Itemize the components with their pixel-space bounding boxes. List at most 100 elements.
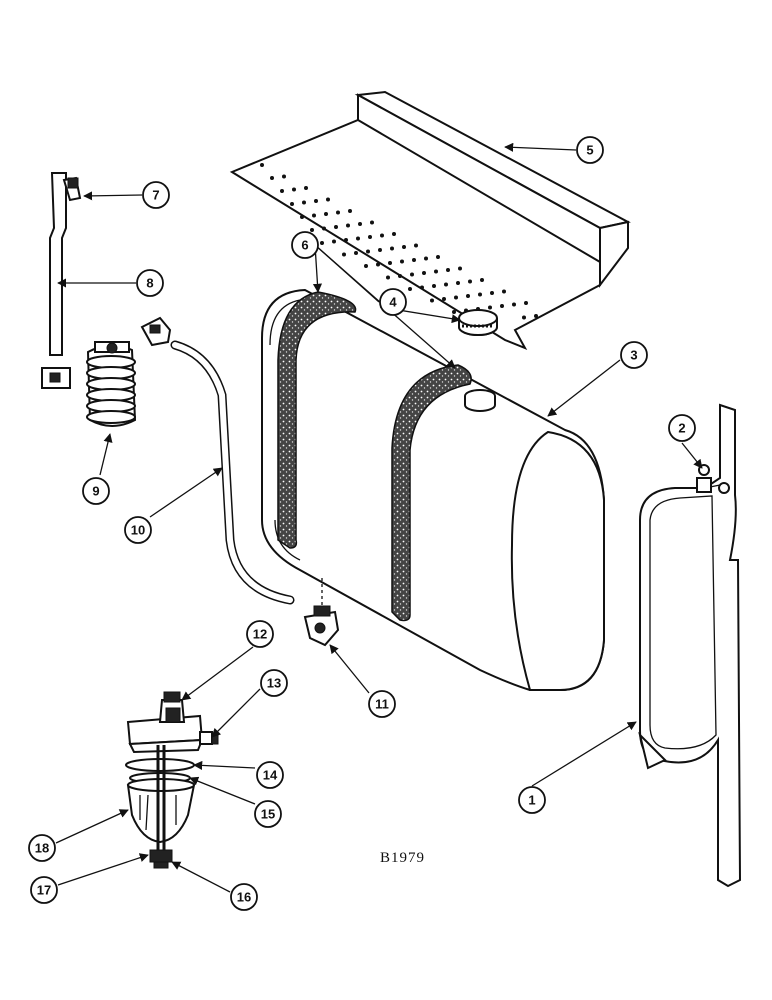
callout-circle [230,883,258,911]
callout-7: 7 [142,181,170,209]
hole [336,210,340,215]
callout-number: 15 [261,807,275,822]
hole [332,239,336,244]
hole [388,261,392,265]
callout-circle [124,516,152,544]
leader-lines [55,142,703,893]
hole [400,259,404,264]
valve-lever [199,731,219,745]
gasket [125,758,195,772]
callout-circle [30,876,58,904]
callout-circle [142,181,170,209]
hole [500,304,504,308]
hole [346,223,350,228]
nut [149,849,173,869]
callout-16: 16 [230,883,258,911]
hole [358,222,362,226]
hole [380,233,384,238]
bail [156,745,166,850]
callout-number: 13 [267,676,281,691]
hole [488,305,492,310]
callout-number: 1 [528,793,535,808]
hole [364,264,368,268]
hole [454,295,458,300]
sediment-bowl-valve [126,691,204,754]
callout-number: 17 [37,883,51,898]
callout-circle [620,341,648,369]
callout-3: 3 [620,341,648,369]
hole [282,174,286,179]
hole [502,289,506,294]
hole [310,228,314,232]
callout-circle [518,786,546,814]
hole [456,281,460,285]
hole [280,189,284,193]
hole [354,251,358,255]
callout-number: 16 [237,890,251,905]
callout-circle [260,669,288,697]
hole [478,292,482,297]
callout-circle [28,834,56,862]
filter-ring [86,410,136,424]
hole [302,200,306,205]
hole [468,279,472,284]
hole [442,297,446,301]
hole [422,271,426,275]
callout-11: 11 [368,690,396,718]
fuel-tank [261,288,605,691]
hole [292,187,296,192]
callout-circle [254,800,282,828]
hole [412,258,416,262]
callout-8: 8 [136,269,164,297]
callout-circle [256,761,284,789]
hole [402,245,406,249]
hole [534,314,538,318]
hole [414,243,418,248]
callout-number: 9 [92,484,99,499]
fuel-line [170,340,295,605]
hole [398,274,402,278]
hole [378,248,382,252]
callout-circle [291,231,319,259]
hole [304,186,308,190]
hole [408,287,412,291]
callout-number: 11 [375,697,389,712]
hole [260,163,264,167]
hole [322,226,326,231]
hole [444,282,448,287]
callout-circle [82,477,110,505]
callout-15: 15 [254,800,282,828]
hole [522,315,526,320]
hole [312,213,316,218]
hole [480,278,484,282]
callout-4: 4 [379,288,407,316]
hole [524,301,528,305]
callout-18: 18 [28,834,56,862]
insulating-strips [277,291,472,622]
hole [392,232,396,236]
filter-rings [86,355,136,424]
line-fitting [140,316,172,347]
callout-1: 1 [518,786,546,814]
callout-number: 3 [630,348,637,363]
callout-circle [136,269,164,297]
hole [490,291,494,295]
shut-off-valve [303,578,340,647]
hole [390,246,394,251]
hole [466,294,470,298]
hole [420,285,424,290]
callout-number: 2 [678,421,685,436]
hole [452,310,456,314]
callout-number: 12 [253,627,267,642]
callout-number: 6 [301,238,308,253]
callout-number: 8 [146,276,153,291]
hole [370,220,374,225]
callout-circle [576,136,604,164]
hole [300,215,304,219]
callout-number: 4 [389,295,397,310]
hole [410,272,414,277]
hole [344,238,348,242]
strap-bolt [696,464,730,494]
